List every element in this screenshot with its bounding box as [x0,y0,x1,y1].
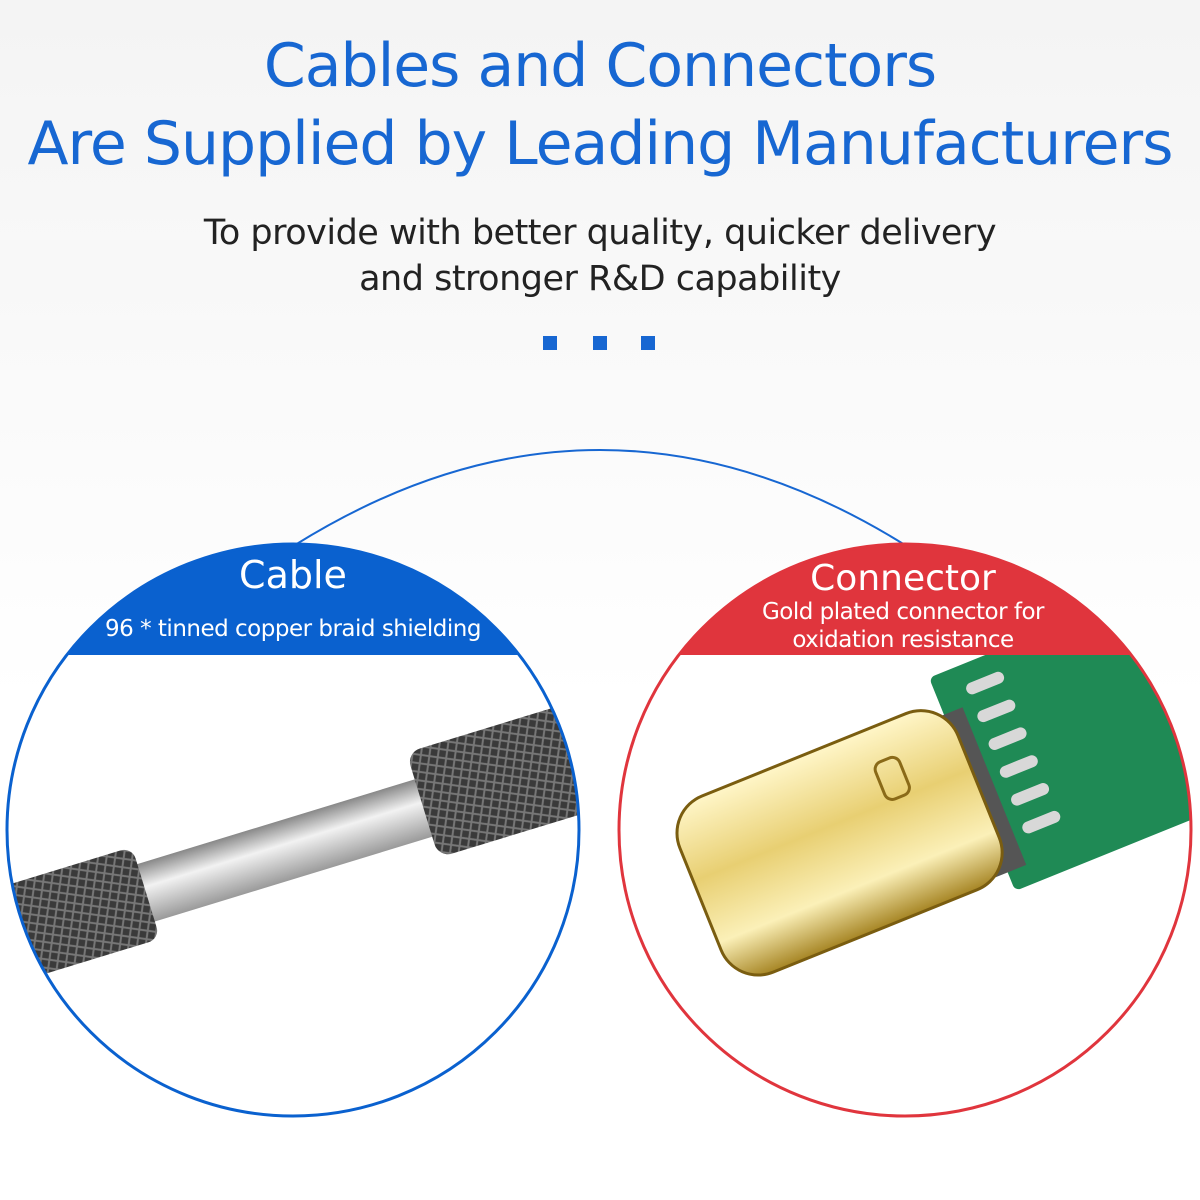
cable-circle [5,542,581,1118]
connector-description-line-1: Gold plated connector for [761,599,1045,625]
connector-title: Connector [810,558,996,599]
decorative-dot [641,336,655,350]
headline-line-1: Cables and Connectors [263,31,937,101]
subtitle-line-2: and stronger R&D capability [359,259,841,299]
headline-line-2: Are Supplied by Leading Manufacturers [27,109,1174,179]
connector-description-line-2: oxidation resistance [792,627,1014,653]
connecting-arc [294,449,906,546]
decorative-dot [543,336,557,350]
decorative-dot [593,336,607,350]
subtitle-line-1: To provide with better quality, quicker … [203,213,997,253]
cable-description: 96 * tinned copper braid shielding [105,616,481,642]
cable-title: Cable [239,553,347,597]
connector-circle [617,542,1193,1118]
